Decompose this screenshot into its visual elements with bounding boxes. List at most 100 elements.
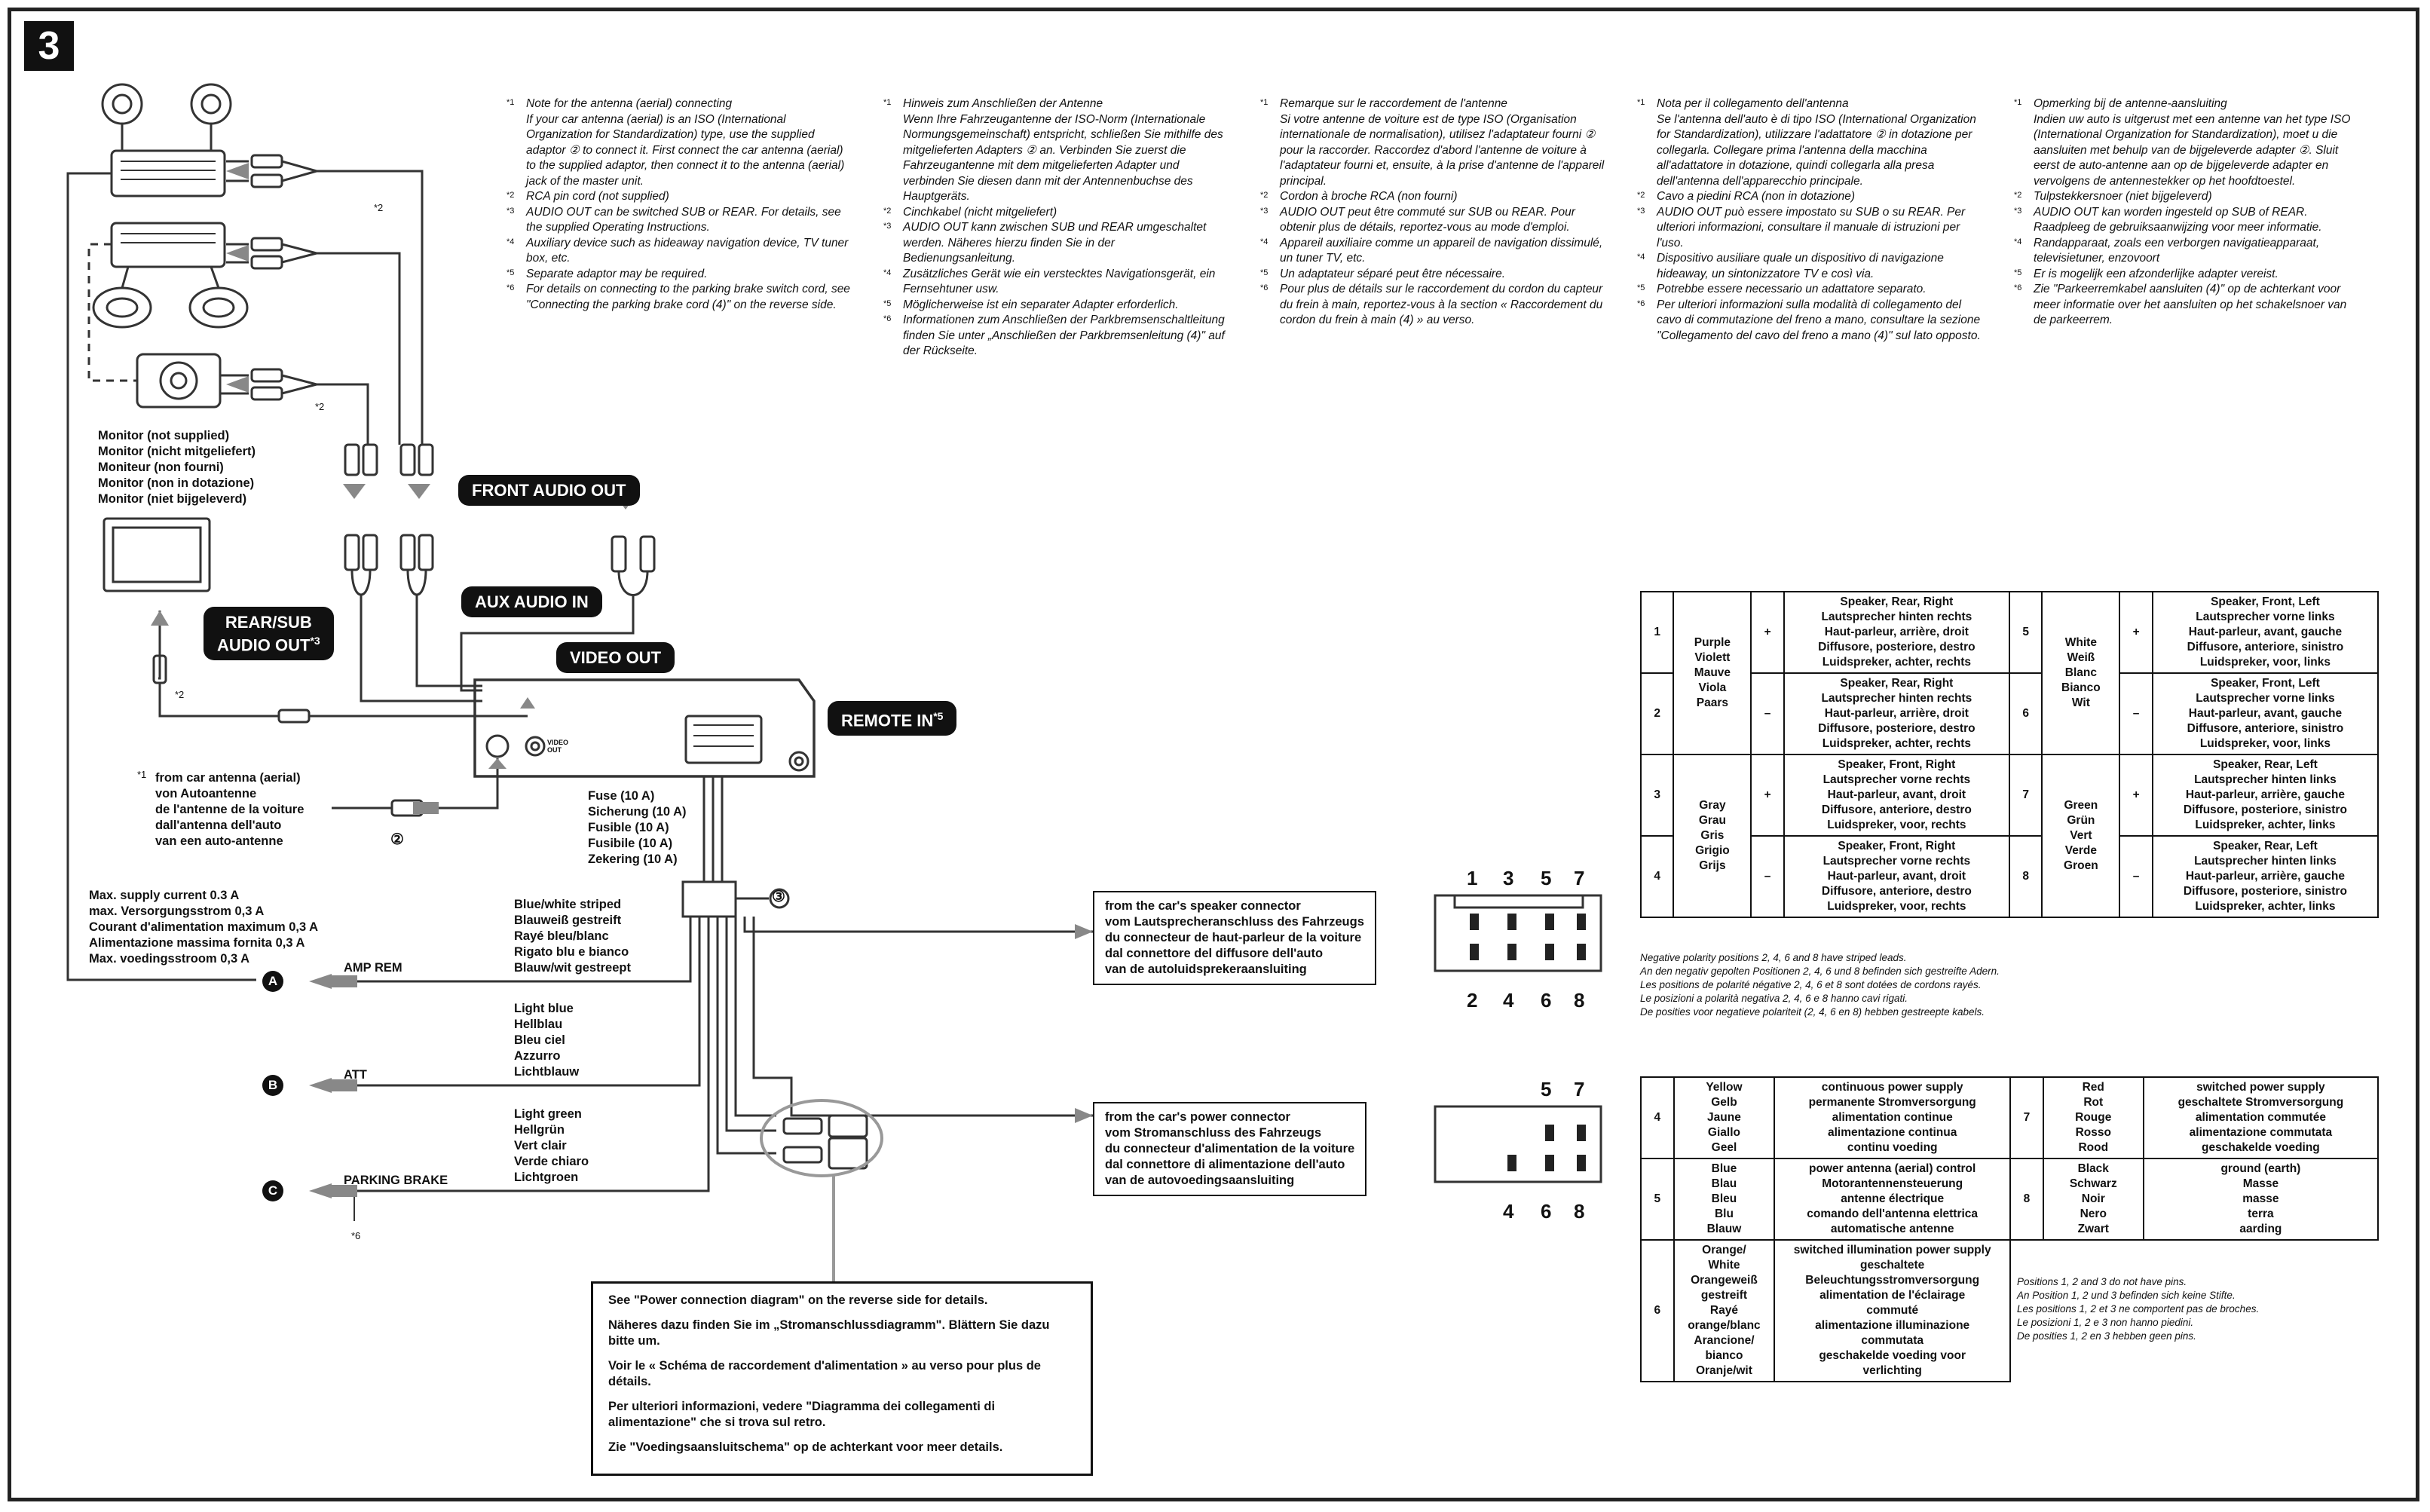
power-pin-number: 6	[1541, 1200, 1552, 1223]
footnote-mark: *6	[2014, 283, 2022, 292]
marker-b: B	[262, 1075, 283, 1096]
footnote-mark: *1	[507, 98, 515, 107]
footnote-text: For details on connecting to the parking…	[526, 283, 850, 311]
polarity: +	[1750, 754, 1785, 837]
power-details-line: Zie "Voedingsaansluitschema" op de achte…	[608, 1440, 1003, 1454]
power-details-line: Voir le « Schéma de raccordement d'alime…	[608, 1359, 1041, 1388]
remote-in-label: REMOTE IN*5	[828, 701, 957, 736]
pin-description: Speaker, Rear, Right Lautsprecher hinten…	[1783, 672, 2010, 755]
wire-color: Red Rot Rouge Rosso Rood	[2042, 1076, 2144, 1159]
footnote-text: Er is mogelijk een afzonderlijke adapter…	[2034, 267, 2279, 280]
marker-a: A	[262, 971, 283, 992]
pin-position: 8	[2008, 835, 2043, 918]
power-details-line: Näheres dazu finden Sie im „Stromanschlu…	[608, 1318, 1050, 1348]
speaker-icon	[190, 83, 232, 125]
footnote-text: Randapparaat, zoals een verborgen naviga…	[2034, 236, 2320, 265]
table-row: 2 – Speaker, Rear, Right Lautsprecher hi…	[1639, 672, 2380, 755]
speaker-icon	[101, 83, 143, 125]
footnote-mark: *1	[2014, 98, 2022, 107]
table-row: 4 Yellow Gelb Jaune Giallo Geel continuo…	[1640, 1076, 2380, 1159]
footnote-text: Un adaptateur séparé peut être nécessair…	[1280, 267, 1505, 280]
marker-c: C	[262, 1180, 283, 1201]
footnote: *1 Remarque sur le raccordement de l'ante…	[1260, 96, 1607, 189]
power-pin-number: 7	[1574, 1078, 1585, 1100]
harness-number: ③	[772, 889, 785, 905]
parking-wire: Light green Hellgrün Vert clair Verde ch…	[514, 1107, 589, 1184]
speaker-icon	[188, 286, 249, 329]
rca-mark: *2	[315, 401, 325, 412]
footnote-mark: *2	[883, 206, 892, 216]
footnote: *6 Zie "Parkeerremkabel aansluiten (4)" o…	[2014, 282, 2361, 329]
footnote: *1 Note for the antenna (aerial) connecti…	[507, 96, 853, 189]
power-details-line: Per ulteriori informazioni, vedere "Diag…	[608, 1400, 996, 1429]
unit-video-out-label: VIDEO OUT	[547, 739, 569, 754]
notes-english: *1 Note for the antenna (aerial) connecti…	[507, 96, 853, 313]
pin-description: Speaker, Front, Right Lautsprecher vorne…	[1783, 754, 2010, 837]
footnote-mark: *2	[1637, 191, 1645, 200]
power-connector-label: from the car's power connector vom Strom…	[1093, 1102, 1367, 1196]
footnote: *4 Auxiliary device such as hideaway navi…	[507, 236, 853, 267]
footnote-text: Zie "Parkeerremkabel aansluiten (4)" op …	[2034, 283, 2347, 326]
pin-position: 6	[1640, 1239, 1675, 1382]
power-table-note: Positions 1, 2 and 3 do not have pins. A…	[2017, 1276, 2260, 1342]
footnote-mark: *6	[507, 283, 515, 292]
pin-description: switched illumination power supply gesch…	[1774, 1239, 2012, 1382]
footnote-text: Note for the antenna (aerial) connecting…	[526, 97, 845, 188]
front-audio-out-label: FRONT AUDIO OUT	[458, 475, 640, 506]
pin-position: 8	[2009, 1158, 2044, 1241]
pin-description: Speaker, Rear, Left Lautsprecher hinten …	[2151, 835, 2380, 918]
footnote-mark: *4	[883, 268, 892, 277]
footnote-text: Auxiliary device such as hideaway naviga…	[526, 236, 849, 265]
pin-description: ground (earth) Masse masse terra aarding	[2142, 1158, 2380, 1241]
pin-position: 7	[2009, 1076, 2044, 1159]
footnote-text: Dispositivo ausiliare quale un dispositi…	[1657, 252, 1944, 280]
rca-mark: *2	[175, 689, 185, 700]
footnote-text: Tulpstekkersnoer (niet bijgeleverd)	[2034, 190, 2212, 203]
footnote: *4 Zusätzliches Gerät wie ein verstecktes…	[883, 267, 1230, 298]
speaker-pin-number: 1	[1467, 867, 1478, 889]
footnote-mark: *4	[507, 237, 515, 246]
footnote-mark: *1	[1260, 98, 1269, 107]
parking-mark: *6	[351, 1230, 361, 1241]
polarity: +	[1750, 591, 1785, 674]
wire-color: Blue Blau Bleu Blu Blauw	[1673, 1158, 1776, 1241]
footnote-mark: *5	[1637, 283, 1645, 292]
pin-description: power antenna (aerial) control Motorante…	[1774, 1158, 2012, 1241]
pin-position: 4	[1640, 1076, 1675, 1159]
fuse-label: Fuse (10 A) Sicherung (10 A) Fusible (10…	[588, 789, 687, 866]
footnote-text: Remarque sur le raccordement de l'antenn…	[1280, 97, 1605, 188]
wire-color: Gray Grau Gris Grigio Grijs	[1673, 754, 1752, 918]
footnote-mark: *2	[1260, 191, 1269, 200]
wire-color: White Weiß Blanc Bianco Wit	[2041, 591, 2121, 755]
amplifier-icon	[110, 149, 226, 197]
table-row: 5 Blue Blau Bleu Blu Blauw power antenna…	[1640, 1158, 2380, 1241]
table-row: 3 Gray Grau Gris Grigio Grijs + Speaker,…	[1639, 754, 2380, 918]
footnote-mark: *2	[2014, 191, 2022, 200]
speaker-pin-number: 8	[1574, 989, 1585, 1012]
adaptor-number: ②	[390, 831, 404, 848]
footnote-text: Zusätzliches Gerät wie ein verstecktes N…	[903, 267, 1216, 296]
footnote-text: Informationen zum Anschließen der Parkbr…	[903, 314, 1225, 357]
head-unit-icon	[473, 678, 816, 778]
power-connector-icon	[1434, 1105, 1602, 1183]
footnote: *4 Randapparaat, zoals een verborgen navi…	[2014, 236, 2361, 267]
pin-position: 5	[2008, 591, 2043, 674]
footnote-mark: *3	[2014, 206, 2022, 216]
footnote-text: AUDIO OUT can be switched SUB or REAR. F…	[526, 205, 841, 234]
pin-position: 5	[1640, 1158, 1675, 1241]
parking-brake-label: PARKING BRAKE	[344, 1174, 448, 1187]
footnote-mark: *4	[2014, 237, 2022, 246]
footnote-mark: *3	[1260, 206, 1269, 216]
speaker-icon	[92, 286, 152, 329]
power-pin-number: 5	[1541, 1078, 1552, 1100]
